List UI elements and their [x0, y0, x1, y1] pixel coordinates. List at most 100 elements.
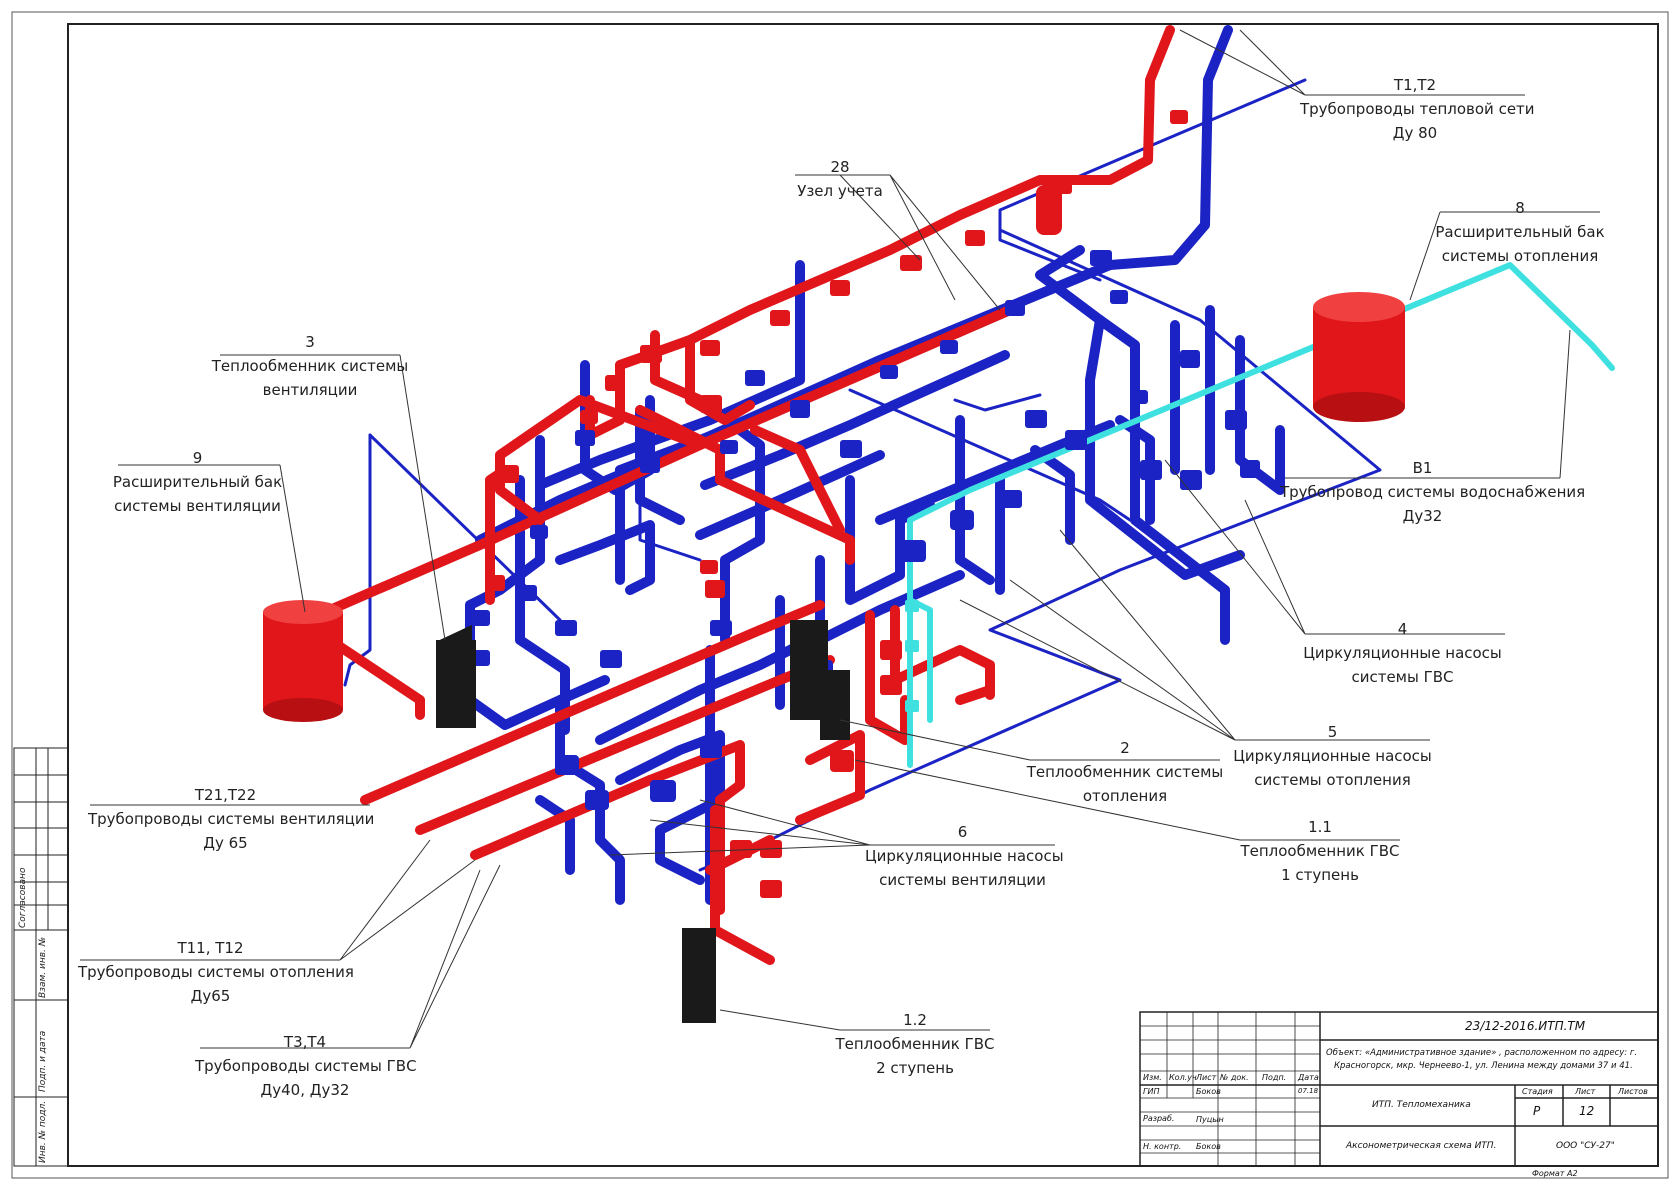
- name-razrab: Пуцын: [1196, 1115, 1224, 1124]
- name-nkontr: Боков: [1196, 1142, 1221, 1151]
- callout-3-line2: вентиляции: [262, 381, 358, 399]
- callout-t11t12-line2: Ду65: [190, 987, 231, 1005]
- name-gip: Боков: [1196, 1087, 1221, 1096]
- callout-t21t22: T21,T22 Трубопроводы системы вентиляции …: [88, 783, 375, 855]
- format-label: Формат А2: [1532, 1169, 1578, 1178]
- callout-1-2: 1.2 Теплообменник ГВС 2 ступень: [835, 1008, 995, 1080]
- outer-border: [11, 11, 1669, 1179]
- callout-1-1-num: 1.1: [1308, 818, 1332, 836]
- object-line-2: Красногорск, мкр. Чернеево-1, ул. Ленина…: [1334, 1061, 1633, 1071]
- sheet-value: 12: [1579, 1104, 1595, 1118]
- callout-2-line2: отопления: [1082, 787, 1168, 805]
- callout-1-2-line1: Теплообменник ГВС: [835, 1035, 995, 1053]
- callout-5-line1: Циркуляционные насосы: [1233, 747, 1432, 765]
- object-line-1: Объект: «Административное здание» , расп…: [1326, 1048, 1638, 1058]
- callout-28: 28 Узел учета: [780, 155, 900, 203]
- hdr-podp: Подп.: [1262, 1073, 1287, 1082]
- callout-28-line1: Узел учета: [797, 182, 883, 200]
- callout-2-line1: Теплообменник системы: [1026, 763, 1224, 781]
- callout-9-line1: Расширительный бак: [112, 473, 283, 491]
- callout-2: 2 Теплообменник системы отопления: [1025, 736, 1225, 808]
- callout-3-line1: Теплообменник системы: [211, 357, 409, 375]
- callout-t3t4-line1: Трубопроводы системы ГВС: [195, 1057, 417, 1075]
- callout-t21t22-num: T21,T22: [194, 786, 257, 804]
- callout-1-1-line1: Теплообменник ГВС: [1240, 842, 1400, 860]
- expansion-tank-8: [1313, 292, 1405, 422]
- stage-label: Стадия: [1522, 1087, 1553, 1096]
- valves: [470, 110, 1260, 898]
- callout-5-line2: системы отопления: [1254, 771, 1411, 789]
- meter-tank-28: [1036, 185, 1062, 235]
- organization: ООО "СУ-27": [1556, 1141, 1615, 1151]
- callout-6-line1: Циркуляционные насосы: [865, 847, 1064, 865]
- callout-5: 5 Циркуляционные насосы системы отоплени…: [1230, 720, 1435, 792]
- callout-b1-line1: Трубопровод системы водоснабжения: [1280, 483, 1586, 501]
- callout-t11t12: T11, T12 Трубопроводы системы отопления …: [78, 936, 354, 1008]
- callout-9: 9 Расширительный бак системы вентиляции: [110, 446, 285, 518]
- callout-t3t4-num: Т3,Т4: [283, 1033, 327, 1051]
- callout-t21t22-line2: Ду 65: [203, 834, 248, 852]
- section-name: ИТП. Тепломеханика: [1372, 1100, 1471, 1110]
- callout-t3t4-line2: Ду40, Ду32: [260, 1081, 350, 1099]
- callout-1-1-line2: 1 ступень: [1281, 866, 1359, 884]
- callout-8-line2: системы отопления: [1441, 247, 1599, 265]
- callout-b1-line2: Ду32: [1402, 507, 1443, 525]
- heat-exchanger-1-2: [682, 928, 716, 1023]
- hdr-doc: № док.: [1220, 1073, 1249, 1082]
- stamp-agreed: Согласовано: [18, 867, 28, 928]
- callout-2-num: 2: [1120, 739, 1130, 757]
- callout-6-num: 6: [957, 823, 968, 841]
- callout-8-line1: Расширительный бак: [1435, 223, 1605, 241]
- sheet-name: Аксонометрическая схема ИТП.: [1346, 1141, 1497, 1151]
- callout-6-line2: системы вентиляции: [879, 871, 1046, 889]
- stamp-sign-date: Подп. и дата: [38, 1030, 48, 1092]
- callout-t11t12-line1: Трубопроводы системы отопления: [78, 963, 354, 981]
- stamp-inv-replace: Взам. инв. №: [38, 936, 48, 998]
- callout-1-2-line2: 2 ступень: [876, 1059, 954, 1077]
- callout-b1: В1 Трубопровод системы водоснабжения Ду3…: [1280, 456, 1586, 528]
- side-stamp: [13, 747, 69, 1167]
- callout-9-line2: системы вентиляции: [114, 497, 281, 515]
- stamp-inv-orig: Инв. № подл.: [38, 1100, 48, 1163]
- sheet-label: Лист: [1575, 1087, 1596, 1096]
- callout-t21t22-line1: Трубопроводы системы вентиляции: [88, 810, 375, 828]
- expansion-tank-9: [263, 600, 343, 722]
- role-razrab: Разраб.: [1143, 1114, 1175, 1123]
- callout-6: 6 Циркуляционные насосы системы вентиляц…: [865, 820, 1064, 892]
- hdr-kol: Кол.уч: [1169, 1073, 1197, 1082]
- hdr-date: Дата: [1298, 1073, 1319, 1082]
- doc-code: 23/12-2016.ИТП.ТМ: [1465, 1019, 1586, 1033]
- callout-8-num: 8: [1515, 199, 1525, 217]
- sheets-label: Листов: [1618, 1087, 1648, 1096]
- heat-exchanger-2: [790, 620, 850, 740]
- callout-t1t2-num: T1,T2: [1393, 76, 1437, 94]
- callout-9-num: 9: [192, 449, 203, 467]
- leader-lines: [80, 29, 1600, 1049]
- role-gip: ГИП: [1143, 1087, 1160, 1096]
- date-gip: 07.18: [1298, 1087, 1319, 1095]
- stage-value: Р: [1533, 1104, 1541, 1118]
- callout-4: 4 Циркуляционные насосы системы ГВС: [1300, 617, 1505, 689]
- title-block-subgrid: [1140, 1012, 1320, 1166]
- callout-1-1: 1.1 Теплообменник ГВС 1 ступень: [1235, 815, 1405, 887]
- callout-b1-num: В1: [1412, 459, 1433, 477]
- callout-28-num: 28: [830, 158, 850, 176]
- callout-1-2-num: 1.2: [903, 1011, 927, 1029]
- heat-exchanger-3: [436, 624, 476, 728]
- callout-t3t4: Т3,Т4 Трубопроводы системы ГВС Ду40, Ду3…: [195, 1030, 417, 1102]
- callout-4-num: 4: [1397, 620, 1408, 638]
- callout-8: 8 Расширительный бак системы отопления: [1430, 196, 1610, 268]
- heat-exchangers: [436, 620, 850, 1023]
- callout-t11t12-num: T11, T12: [177, 939, 244, 957]
- callout-t1t2-line1: Трубопроводы тепловой сети: [1300, 100, 1535, 118]
- drawing-frame: [67, 23, 1659, 1167]
- role-nkontr: Н. контр.: [1143, 1142, 1182, 1151]
- callout-3-num: 3: [305, 333, 315, 351]
- callout-t1t2-line2: Ду 80: [1392, 124, 1438, 142]
- callout-4-line2: системы ГВС: [1351, 668, 1454, 686]
- callout-5-num: 5: [1327, 723, 1338, 741]
- callout-4-line1: Циркуляционные насосы: [1303, 644, 1502, 662]
- hdr-izm: Изм.: [1143, 1073, 1162, 1082]
- callout-t1t2: T1,T2 Трубопроводы тепловой сети Ду 80: [1300, 73, 1535, 145]
